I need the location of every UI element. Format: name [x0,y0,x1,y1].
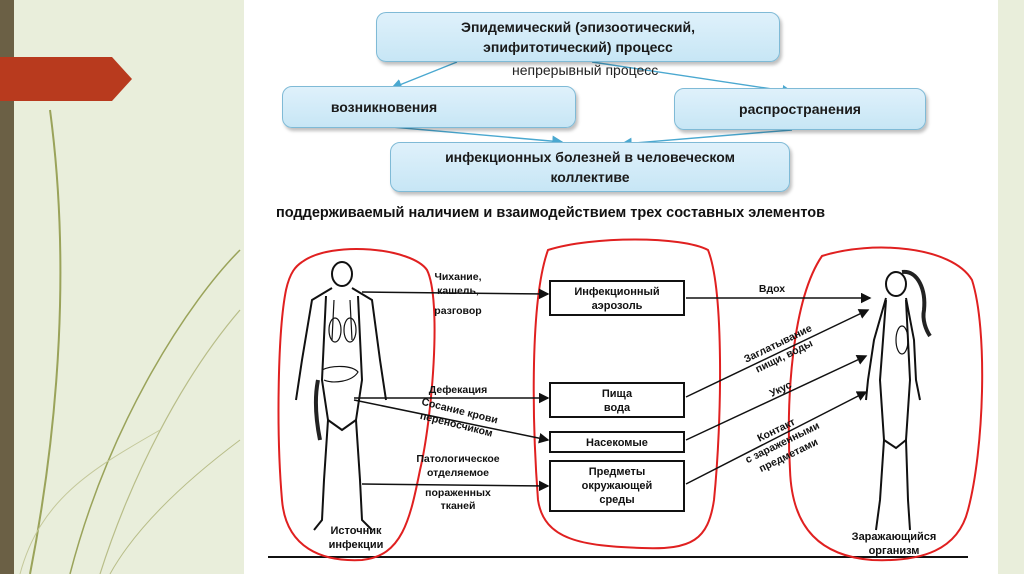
left-dark-bar [0,0,14,574]
continuous-process-label: непрерывный процесс [512,62,659,78]
objects-line3: среды [599,494,634,506]
cough-line1: Чихание, [434,271,481,283]
decorative-curves [19,109,241,574]
emergence-label: возникновения [330,99,438,115]
pathological-label: Патологическое отделяемое пораженных тка… [416,453,499,512]
content-area: Эпидемический (эпизоотический, эпифитоти… [262,0,998,574]
arrow-blood-to-insects [353,399,550,444]
arrow-emergence-to-bottom [391,126,564,147]
aerosol-box [549,280,685,316]
red-tab-marker [0,57,132,101]
infectious-diseases-box: инфекционных болезней в человеческом кол… [390,142,790,192]
transmission-diagram: Инфекционный аэрозоль Пища вода Насекомы… [268,238,984,562]
recipient-caption-line1: Заражающийся [852,531,937,543]
source-caption-line1: Источник [330,525,382,537]
source-caption-line2: инфекции [329,539,384,551]
cough-line2: кашель, [437,285,479,297]
arrow-pathological-to-objects [361,480,550,492]
cough-label: Чихание, кашель, разговор [434,271,481,317]
recipient-human-figure [865,269,932,531]
aerosol-line2: аэрозоль [592,300,643,312]
epidemic-process-box: Эпидемический (эпизоотический, эпифитоти… [376,12,780,62]
defecation-label: Дефекация [429,384,487,396]
arrow-spread-to-bottom [620,129,793,149]
pathological-line1: Патологическое [416,453,499,465]
blood-sucking-label: Сосание крови переносчиком [419,396,499,440]
factors-circle [532,238,722,550]
recipient-caption-line2: организм [869,545,920,557]
insects-label: Насекомые [586,437,648,449]
pathological-line3: пораженных [425,487,491,499]
food-line1: Пища [602,388,633,400]
food-line2: вода [604,402,631,414]
aerosol-line1: Инфекционный [574,286,659,298]
arrow-to-emergence [390,61,458,90]
environment-objects-box [549,460,685,512]
recipient-circle [787,246,984,562]
epidemic-process-line2: эпифитотический) процесс [483,39,673,55]
arrow-cough-to-aerosol [361,288,550,300]
spread-box: распространения [674,88,926,130]
infectious-diseases-line1: инфекционных болезней в человеческом [445,149,735,165]
infectious-diseases-line2: коллективе [550,169,630,185]
insects-box [549,431,685,453]
arrow-food-to-recipient [685,309,870,398]
pathological-line2: отделяемое [427,467,489,479]
food-water-box [549,382,685,418]
cough-line3: разговор [434,305,481,317]
source-circle [277,248,436,562]
three-elements-subtitle: поддерживаемый наличием и взаимодействие… [276,205,826,221]
pathological-line4: тканей [441,500,476,512]
inhale-label: Вдох [759,283,785,295]
emergence-box: возникновения [282,86,576,128]
objects-line1: Предметы [589,466,646,478]
swallow-label: Заглатывание пищи, воды [742,322,815,375]
objects-line2: окружающей [582,480,653,492]
source-human-figure [295,261,387,531]
arrow-to-spread [591,61,794,97]
epidemic-process-line1: Эпидемический (эпизоотический, [460,19,695,35]
arrow-insects-to-recipient [685,355,868,441]
right-decor-panel [998,0,1024,574]
flow-connectors [390,61,794,149]
spread-label: распространения [739,101,861,117]
arrow-objects-to-recipient [685,391,868,485]
